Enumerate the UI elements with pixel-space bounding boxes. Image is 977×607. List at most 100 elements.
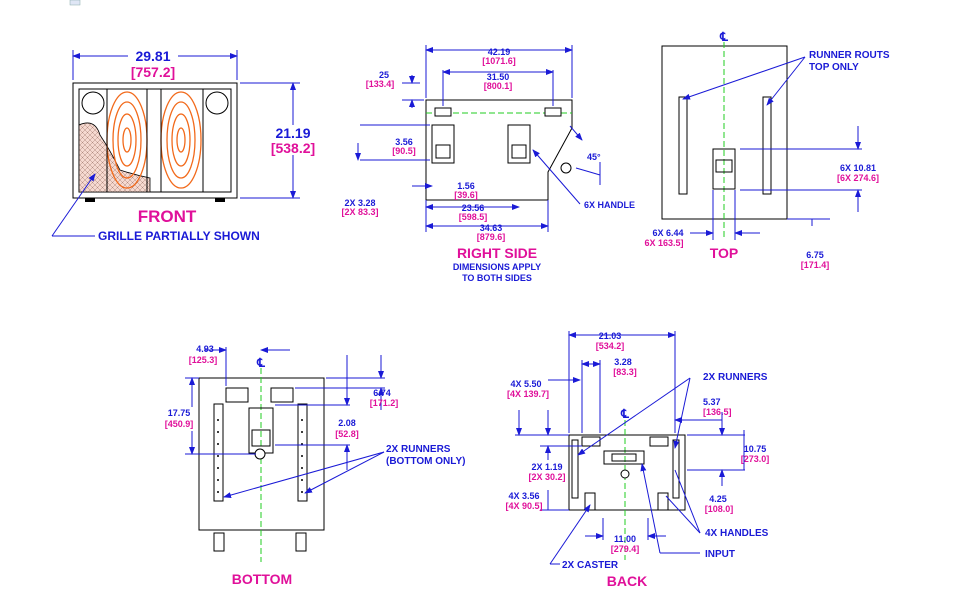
top-handle [712, 148, 736, 190]
side-d2-mm: [800.1] [484, 81, 513, 91]
back-d1-mm: [534.2] [596, 341, 625, 351]
side-d3-in: 25 [379, 70, 389, 80]
side-d1-mm: [1071.6] [482, 56, 516, 66]
bottom-handle-right [270, 387, 294, 403]
front-width-in: 29.81 [135, 48, 170, 64]
top-d2-mm: 6X 163.5] [644, 238, 683, 248]
side-handle-label: 6X HANDLE [584, 200, 635, 210]
bottom-view: ℄ 4.93 [125.3] 6.74 [171.2] 17.75 [450.9… [160, 344, 465, 587]
back-d1-in: 21.03 [599, 331, 622, 341]
top-runner-note-2: TOP ONLY [809, 62, 859, 73]
bottom-centerline-mark: ℄ [256, 356, 265, 370]
side-d6-in: 1.56 [457, 181, 475, 191]
bottom-title: BOTTOM [232, 571, 292, 587]
back-caster-left [584, 492, 596, 511]
side-handle-rear [507, 124, 531, 164]
back-d3-in: 4X 5.50 [510, 379, 541, 389]
back-d8-in: 4X 3.56 [508, 491, 539, 501]
top-runner-note-1: RUNNER ROUTS [809, 50, 890, 61]
bottom-caster-left [213, 532, 225, 552]
side-d7-mm: [598.5] [459, 212, 488, 222]
right-side-view: 42.19 [1071.6] 31.50 [800.1] 25 [133.4] … [341, 45, 635, 283]
front-view: 29.81 [757.2] 21.19 [538.2] FRONT GRILLE… [51, 48, 316, 243]
side-d5-mm: [2X 83.3] [341, 207, 378, 217]
top-title: TOP [710, 245, 739, 261]
back-runner-right [672, 439, 680, 499]
front-height-mm: [538.2] [271, 140, 315, 156]
back-d2-mm: [83.3] [613, 367, 637, 377]
side-d4-mm: [90.5] [392, 146, 416, 156]
top-d3-in: 6.75 [806, 250, 824, 260]
top-d1-mm: [6X 274.6] [837, 173, 879, 183]
side-d1-in: 42.19 [488, 47, 511, 57]
top-runner-right [762, 96, 772, 195]
front-cabinet-outline [72, 82, 238, 199]
front-width-mm: [757.2] [131, 64, 175, 80]
back-d4-mm: [136.5] [703, 407, 732, 417]
front-height-in: 21.19 [275, 125, 310, 141]
top-d2-in: 6X 6.44 [652, 228, 683, 238]
side-d3-mm: [133.4] [366, 79, 395, 89]
side-d6-mm: [39.6] [454, 190, 478, 200]
top-view: ℄ RUNNER ROUTS TOP ONLY 6X 10.81 [6X 274… [644, 30, 889, 270]
back-view: ℄ 21.03 [534.2] 3.28 [83.3] 4X 5.50 [4X … [505, 331, 769, 589]
front-grille-note: GRILLE PARTIALLY SHOWN [98, 229, 260, 243]
back-handle-right [649, 436, 669, 447]
top-centerline-mark: ℄ [719, 30, 728, 44]
side-d2-in: 31.50 [487, 72, 510, 82]
back-runners-note: 2X RUNNERS [703, 372, 768, 383]
back-cabinet-outline [568, 434, 686, 511]
side-handle-top-right [544, 107, 562, 117]
back-d6-mm: [2X 30.2] [528, 472, 565, 482]
side-note-line1: DIMENSIONS APPLY [453, 262, 541, 272]
side-handle-front [431, 124, 455, 164]
back-d3-mm: [4X 139.7] [507, 389, 549, 399]
back-title: BACK [607, 573, 647, 589]
top-runner-left [678, 96, 688, 195]
side-d5-in: 2X 3.28 [344, 198, 375, 208]
back-handles-note: 4X HANDLES [705, 528, 769, 539]
back-caster-right [657, 492, 669, 511]
top-d3-mm: [171.4] [801, 260, 830, 270]
back-caster-note: 2X CASTER [562, 560, 619, 571]
back-d9-mm: [279.4] [611, 544, 640, 554]
bottom-caster-center [254, 448, 266, 460]
bottom-caster-right [295, 532, 307, 552]
side-d4-in: 3.56 [395, 137, 413, 147]
bottom-runners-note-1: 2X RUNNERS [386, 444, 451, 455]
side-d7-in: 23.56 [462, 203, 485, 213]
back-d4-in: 5.37 [703, 397, 721, 407]
bottom-runner-right [297, 403, 308, 502]
bottom-d4-mm: [52.8] [335, 429, 359, 439]
bottom-runner-left [213, 403, 224, 502]
corner-image-icon [69, 0, 81, 6]
back-d9-in: 11.00 [614, 534, 636, 544]
side-d8-mm: [879.6] [477, 232, 506, 242]
bottom-handle-left [225, 387, 249, 403]
front-title: FRONT [138, 207, 197, 226]
side-d8-in: 34.63 [480, 223, 503, 233]
bottom-runners-note-2: (BOTTOM ONLY) [386, 456, 465, 467]
bottom-d3-in: 17.75 [168, 408, 191, 418]
back-d5-mm: [273.0] [741, 454, 770, 464]
side-title: RIGHT SIDE [457, 245, 537, 261]
side-angle: 45° [587, 152, 601, 162]
bottom-d1-mm: [125.3] [189, 355, 218, 365]
bottom-d3-mm: [450.9] [165, 419, 194, 429]
side-caster [560, 162, 572, 174]
back-d7-in: 4.25 [709, 494, 727, 504]
side-handle-top-left [434, 107, 452, 117]
back-runner-left [571, 439, 579, 499]
back-d7-mm: [108.0] [705, 504, 734, 514]
side-note-line2: TO BOTH SIDES [462, 273, 532, 283]
back-d2-in: 3.28 [614, 357, 632, 367]
back-centerline-mark: ℄ [620, 407, 629, 421]
bottom-d4-in: 2.08 [338, 418, 356, 428]
bottom-cabinet-outline [198, 377, 325, 531]
back-input-plate [603, 450, 645, 465]
top-d1-in: 6X 10.81 [840, 163, 876, 173]
back-d8-mm: [4X 90.5] [505, 501, 542, 511]
port-right [205, 91, 229, 115]
port-left [81, 91, 105, 115]
